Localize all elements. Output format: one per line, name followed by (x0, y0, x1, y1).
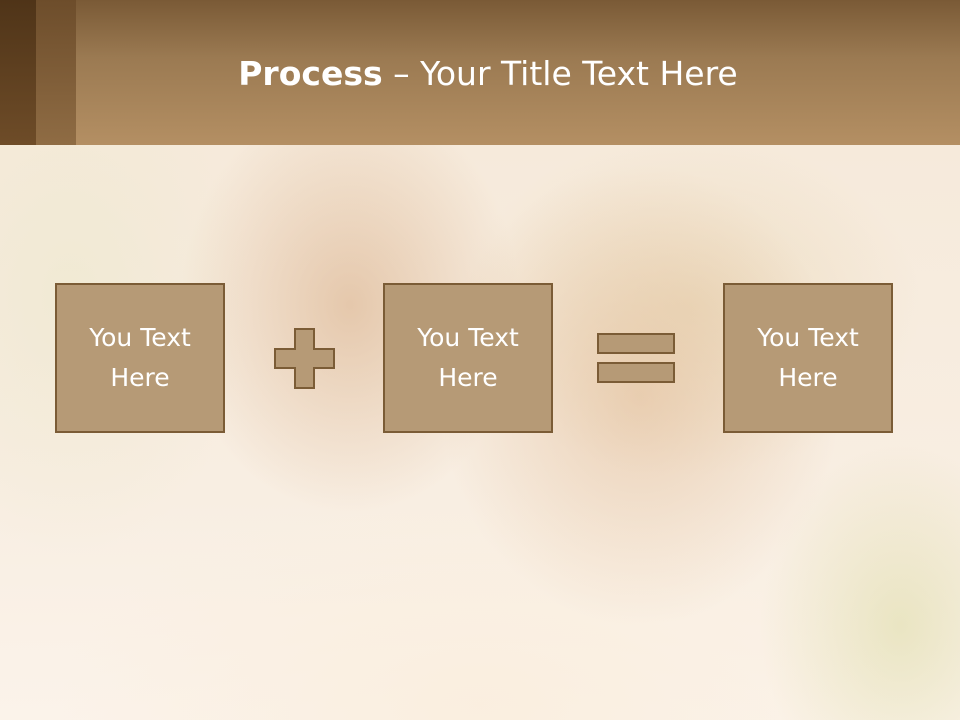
process-step-2: You Text Here (383, 283, 553, 433)
title-rest-text: – Your Title Text Here (382, 54, 738, 93)
plus-icon (274, 328, 335, 389)
header-accent-mid (36, 0, 76, 145)
process-step-label: You Text Here (89, 323, 191, 392)
process-step-1: You Text Here (55, 283, 225, 433)
process-result: You Text Here (723, 283, 893, 433)
equals-icon (597, 333, 675, 383)
slide-title: Process – Your Title Text Here (76, 50, 900, 98)
title-bold-text: Process (238, 54, 383, 93)
process-step-label: You Text Here (417, 323, 519, 392)
process-step-label: You Text Here (757, 323, 859, 392)
title-bar (0, 0, 960, 145)
header-accent-dark (0, 0, 36, 145)
